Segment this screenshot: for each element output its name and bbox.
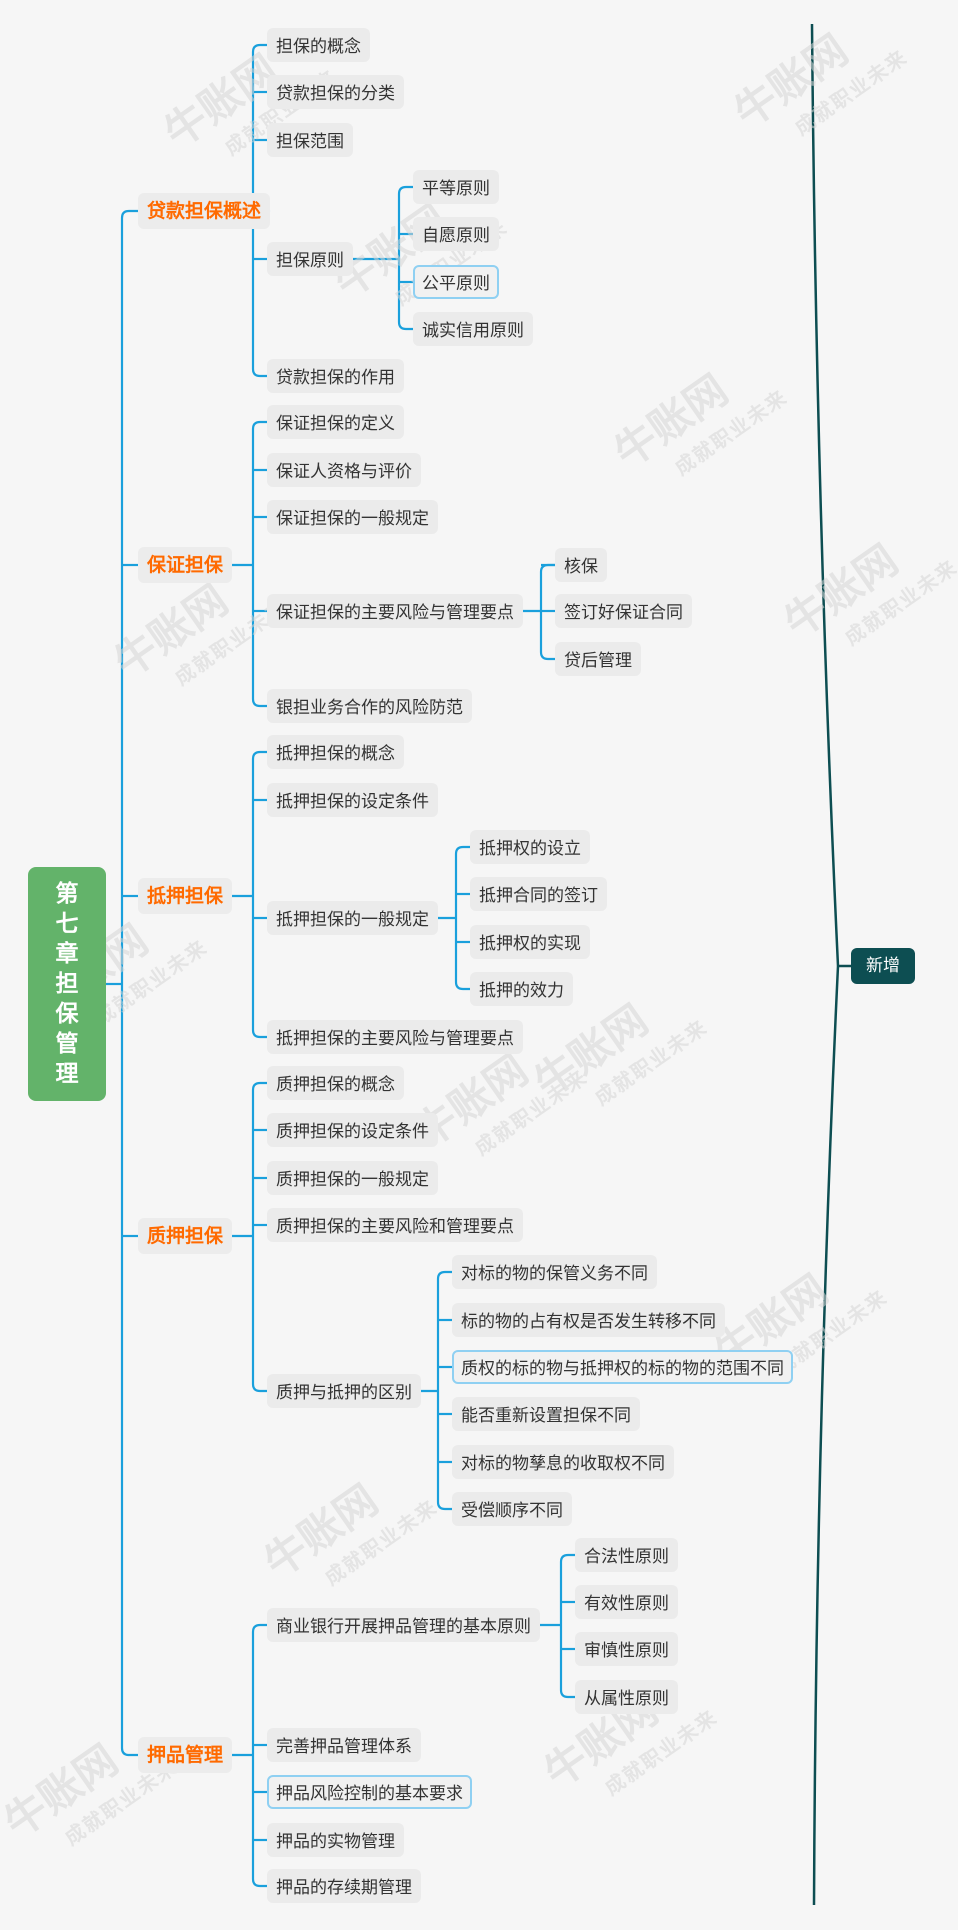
connector-line xyxy=(251,1236,267,1393)
subtopic[interactable]: 贷款担保的作用 xyxy=(267,359,404,393)
subtopic[interactable]: 银担业务合作的风险防范 xyxy=(267,689,472,723)
leaf-topic[interactable]: 有效性原则 xyxy=(575,1585,678,1619)
leaf-topic[interactable]: 抵押权的实现 xyxy=(470,925,590,959)
subtopic[interactable]: 抵押担保的主要风险与管理要点 xyxy=(267,1020,523,1054)
leaf-topic[interactable]: 公平原则 xyxy=(413,265,499,299)
connector-line xyxy=(251,211,267,378)
subtopic[interactable]: 商业银行开展押品管理的基本原则 xyxy=(267,1608,540,1642)
leaf-topic[interactable]: 对标的物孳息的收取权不同 xyxy=(452,1445,674,1479)
leaf-topic[interactable]: 抵押权的设立 xyxy=(470,830,590,864)
subtopic[interactable]: 质押担保的设定条件 xyxy=(267,1113,438,1147)
subtopic[interactable]: 质押担保的一般规定 xyxy=(267,1161,438,1195)
leaf-topic[interactable]: 合法性原则 xyxy=(575,1538,678,1572)
leaf-topic[interactable]: 抵押的效力 xyxy=(470,972,573,1006)
connector-line xyxy=(539,611,555,661)
subtopic[interactable]: 押品的实物管理 xyxy=(267,1823,404,1857)
leaf-topic[interactable]: 质权的标的物与抵押权的标的物的范围不同 xyxy=(452,1350,793,1384)
connector-line xyxy=(454,845,470,918)
leaf-topic[interactable]: 诚实信用原则 xyxy=(413,312,533,346)
subtopic[interactable]: 押品风险控制的基本要求 xyxy=(267,1775,472,1809)
subtopic[interactable]: 保证担保的定义 xyxy=(267,405,404,439)
leaf-topic[interactable]: 从属性原则 xyxy=(575,1680,678,1714)
connector-line xyxy=(120,209,138,984)
connector-line xyxy=(251,43,267,211)
leaf-topic[interactable]: 自愿原则 xyxy=(413,217,499,251)
connector-line xyxy=(454,918,470,991)
subtopic[interactable]: 质押与抵押的区别 xyxy=(267,1374,421,1408)
connector-line xyxy=(251,1755,267,1888)
subtopic[interactable]: 质押担保的主要风险和管理要点 xyxy=(267,1208,523,1242)
summary-tag[interactable]: 新增 xyxy=(851,948,915,984)
branch-topic[interactable]: 抵押担保 xyxy=(138,878,233,914)
subtopic[interactable]: 抵押担保的概念 xyxy=(267,735,404,769)
connector-line xyxy=(120,984,138,1757)
leaf-topic[interactable]: 能否重新设置担保不同 xyxy=(452,1397,640,1431)
branch-topic[interactable]: 保证担保 xyxy=(138,547,233,583)
subtopic[interactable]: 保证人资格与评价 xyxy=(267,453,421,487)
subtopic[interactable]: 担保原则 xyxy=(267,242,353,276)
subtopic[interactable]: 押品的存续期管理 xyxy=(267,1869,421,1903)
subtopic[interactable]: 保证担保的主要风险与管理要点 xyxy=(267,594,523,628)
leaf-topic[interactable]: 贷后管理 xyxy=(555,642,641,676)
connector-line xyxy=(539,563,555,611)
subtopic[interactable]: 保证担保的一般规定 xyxy=(267,500,438,534)
root-topic[interactable]: 第七章担保管理 xyxy=(28,867,106,1101)
connector-line xyxy=(251,565,267,708)
connector-line xyxy=(251,896,267,1039)
connector-line xyxy=(251,1623,267,1755)
branch-topic[interactable]: 押品管理 xyxy=(138,1737,233,1773)
leaf-topic[interactable]: 审慎性原则 xyxy=(575,1632,678,1666)
connector-line xyxy=(251,750,267,896)
subtopic[interactable]: 质押担保的概念 xyxy=(267,1066,404,1100)
subtopic[interactable]: 担保的概念 xyxy=(267,28,370,62)
leaf-topic[interactable]: 对标的物的保管义务不同 xyxy=(452,1255,657,1289)
root-topic-label: 第七章担保管理 xyxy=(55,881,79,1087)
connector-line xyxy=(251,420,267,565)
connector-line xyxy=(436,1270,452,1391)
leaf-topic[interactable]: 受偿顺序不同 xyxy=(452,1492,572,1526)
subtopic[interactable]: 完善押品管理体系 xyxy=(267,1728,421,1762)
subtopic[interactable]: 贷款担保的分类 xyxy=(267,75,404,109)
connector-line xyxy=(251,1081,267,1236)
connector-line xyxy=(559,1553,575,1625)
leaf-topic[interactable]: 平等原则 xyxy=(413,170,499,204)
connector-line xyxy=(397,185,413,259)
subtopic[interactable]: 抵押担保的设定条件 xyxy=(267,783,438,817)
subtopic[interactable]: 抵押担保的一般规定 xyxy=(267,901,438,935)
connector-line xyxy=(397,259,413,331)
leaf-topic[interactable]: 签订好保证合同 xyxy=(555,594,692,628)
leaf-topic[interactable]: 标的物的占有权是否发生转移不同 xyxy=(452,1303,725,1337)
leaf-topic[interactable]: 抵押合同的签订 xyxy=(470,877,607,911)
connector-line xyxy=(559,1625,575,1699)
connector-line xyxy=(436,1391,452,1511)
subtopic[interactable]: 担保范围 xyxy=(267,123,353,157)
leaf-topic[interactable]: 核保 xyxy=(555,548,607,582)
branch-topic[interactable]: 贷款担保概述 xyxy=(138,193,271,229)
branch-topic[interactable]: 质押担保 xyxy=(138,1218,233,1254)
